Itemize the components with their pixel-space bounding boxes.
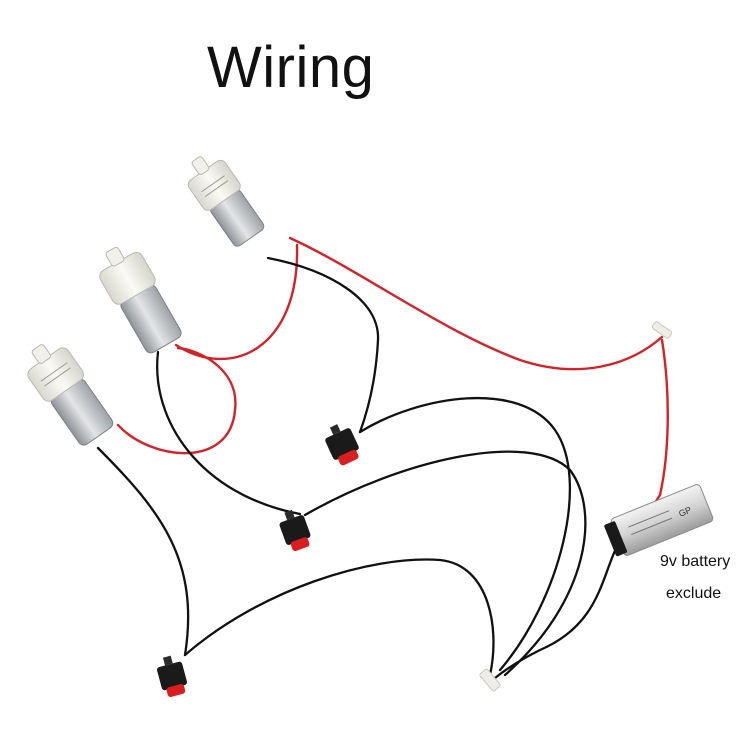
black-wire-switch1 (358, 396, 572, 672)
red-wire-pump2 (174, 243, 299, 361)
black-wire-switch3 (183, 558, 495, 677)
red-wire-pump3 (116, 346, 237, 455)
push-switch-2 (279, 509, 311, 552)
battery-note-line1: 9v battery (660, 553, 731, 570)
pump-motor-1 (187, 156, 265, 247)
pump-motor-2 (99, 246, 182, 354)
black-wire-battery (493, 528, 630, 680)
battery: GP (604, 484, 714, 557)
page-title: Wiring (207, 35, 375, 100)
black-wire-switch2 (303, 450, 587, 677)
black-wire-pump2 (156, 350, 302, 516)
pump-nozzle (105, 246, 125, 267)
pump-nozzle (31, 344, 51, 364)
black-wire-pump1 (266, 256, 380, 434)
wire-connector-red (651, 321, 673, 339)
red-wire-battery (634, 338, 669, 534)
black-wire-pump3 (96, 446, 190, 657)
battery-brand: GP (677, 505, 693, 519)
battery-body (610, 484, 714, 556)
red-wire-pump1 (288, 236, 664, 371)
push-switch-3 (157, 655, 187, 697)
black-wires (96, 256, 630, 680)
pump-nozzle (191, 156, 210, 175)
battery-note-line2: exclude (666, 585, 722, 602)
red-wires (116, 236, 669, 534)
push-switch-1 (325, 424, 359, 466)
pump-motor-3 (27, 344, 114, 446)
battery-clip (604, 521, 627, 557)
wire-connector-black (479, 668, 501, 692)
